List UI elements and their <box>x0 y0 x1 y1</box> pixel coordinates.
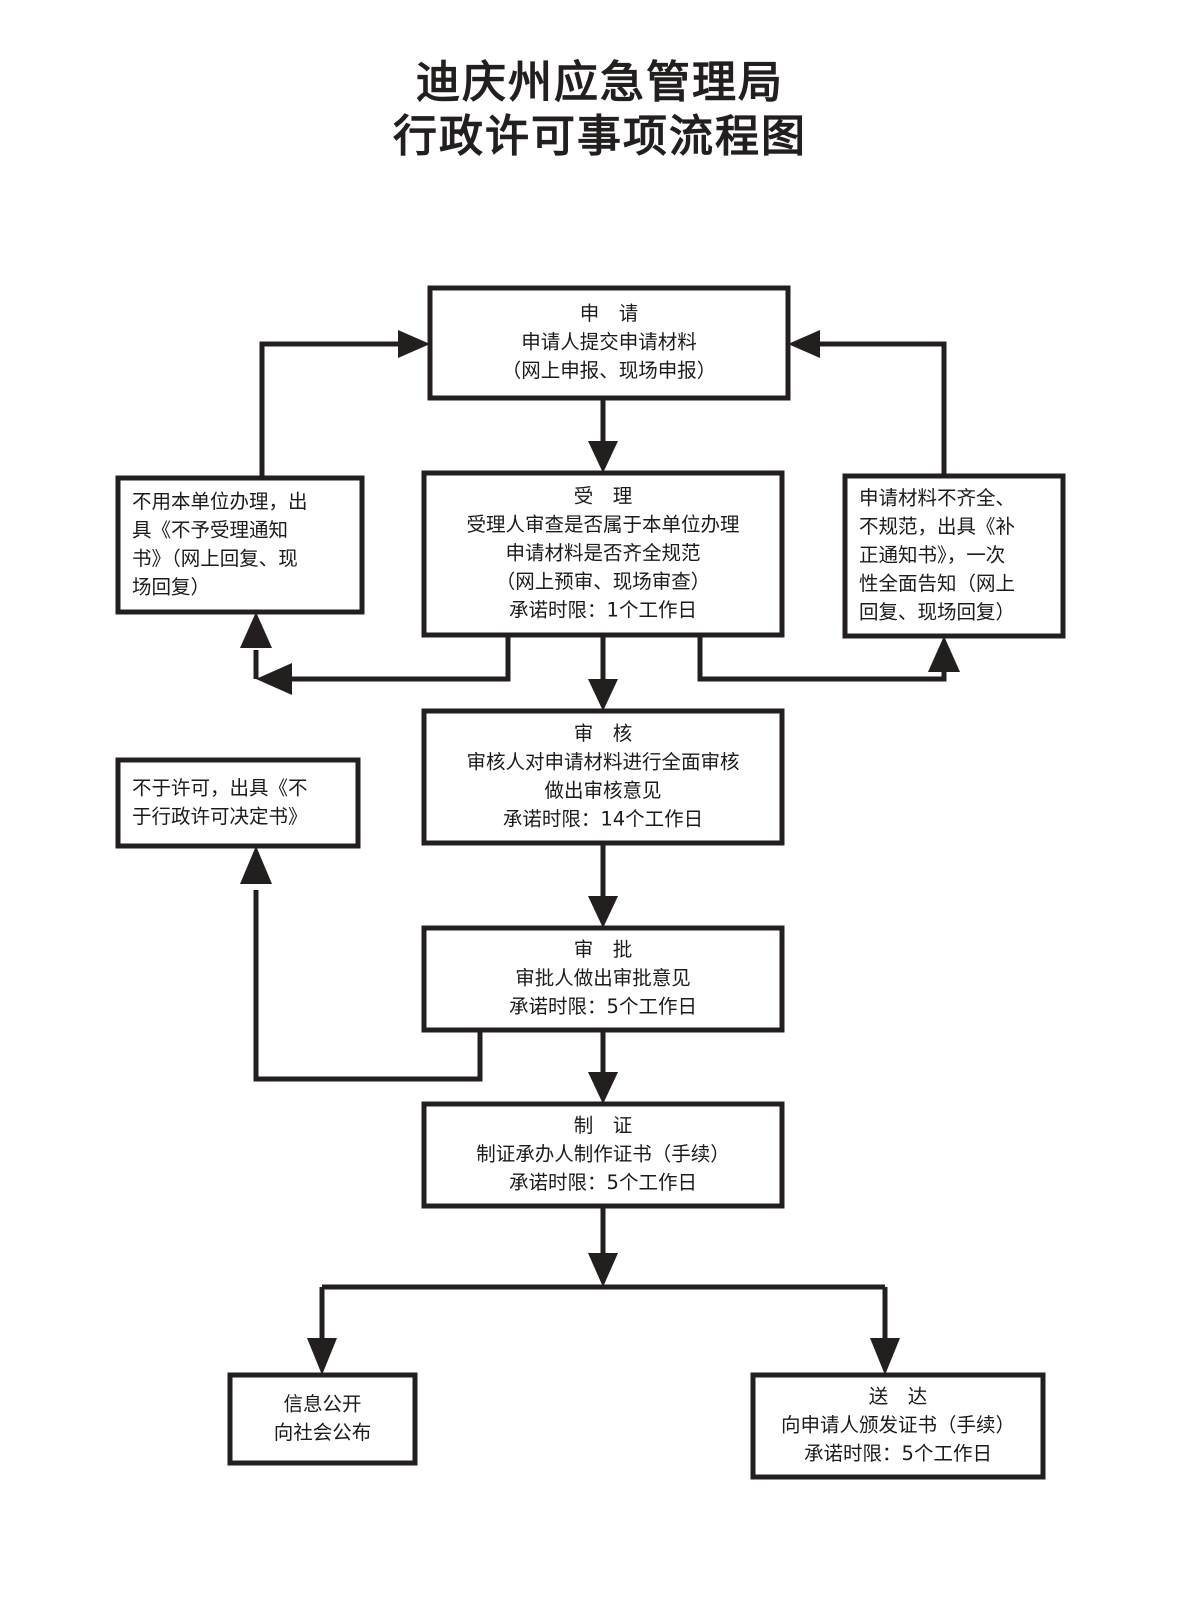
flow-node-line: 审 核 <box>574 722 633 745</box>
flow-node-line: 承诺时限：1个工作日 <box>509 599 697 622</box>
flow-node-line: 送 达 <box>869 1385 928 1408</box>
connector-notaccept-to-apply <box>259 341 400 478</box>
connector-accept-to-notaccept <box>290 635 511 682</box>
flow-node-line: 申请材料是否齐全规范 <box>505 542 700 565</box>
flow-node-box-deliver <box>750 1372 1046 1480</box>
flow-node-line: 申请人提交申请材料 <box>521 331 697 354</box>
flow-node-box-review <box>421 708 785 846</box>
connector-layer <box>240 330 960 1375</box>
flow-node-line: 不规范，出具《补 <box>859 515 1015 538</box>
flow-node-line: 承诺时限：5个工作日 <box>509 1171 697 1194</box>
flow-node-line: 制证承办人制作证书（手续） <box>476 1143 730 1166</box>
flow-node-box-certificate <box>421 1101 785 1209</box>
arrowhead-supplement-to-apply <box>788 330 820 358</box>
flow-node-line: 审 批 <box>574 938 633 961</box>
arrowhead-approve-to-nopermit <box>240 846 272 884</box>
flow-node-box-publish <box>227 1372 418 1466</box>
arrowhead-notaccept-to-apply <box>398 330 430 358</box>
flow-node-line: 承诺时限：5个工作日 <box>509 995 697 1018</box>
arrowhead-accept-to-review <box>588 679 618 711</box>
flow-node-line: 做出审核意见 <box>544 779 661 802</box>
title-line-1: 迪庆州应急管理局 <box>416 57 784 108</box>
arrowhead-accept-to-supplement <box>928 636 960 672</box>
flow-node-line: 信息公开 <box>283 1392 361 1415</box>
flow-node-line: 具《不予受理通知 <box>132 518 288 541</box>
flow-node-line: 不用本单位办理，出 <box>132 490 308 513</box>
flow-node-box-no-permit <box>115 757 361 849</box>
flow-node-line: 受 理 <box>574 485 633 508</box>
flow-node-line: 于行政许可决定书》 <box>132 805 308 828</box>
connector-approve-to-nopermit <box>253 890 483 1082</box>
arrowhead-approve-to-certificate <box>588 1072 618 1104</box>
flow-node-line: 申 请 <box>580 302 639 325</box>
arrowhead-split-to-publish <box>307 1338 337 1375</box>
flow-node-line: 申请材料不齐全、 <box>859 487 1015 510</box>
flow-node-line: 回复、现场回复） <box>859 601 1015 624</box>
flow-node-line: 承诺时限：5个工作日 <box>804 1442 992 1465</box>
arrowhead-split-to-deliver <box>870 1338 900 1375</box>
flow-node-box-apply <box>427 285 791 401</box>
flow-node-box-accept <box>421 470 785 638</box>
flow-node-line: 正通知书》，一次 <box>859 544 1005 567</box>
connector-supplement-to-apply <box>818 341 947 476</box>
arrowhead-accept-to-notaccept-left <box>256 663 292 695</box>
flow-node-line: 向申请人颁发证书（手续） <box>781 1414 1015 1437</box>
flow-node-line: 承诺时限：14个工作日 <box>503 807 703 830</box>
connector-accept-to-supplement <box>697 635 947 682</box>
flow-node-line: （网上申报、现场申报） <box>502 359 717 382</box>
flow-node-line: 书》（网上回复、现 <box>132 547 298 570</box>
arrowhead-review-to-approve <box>588 896 618 928</box>
title-line-2: 行政许可事项流程图 <box>393 110 807 162</box>
flow-node-line: 不于许可，出具《不 <box>132 776 308 799</box>
page-title: 迪庆州应急管理局 行政许可事项流程图 <box>0 56 1200 163</box>
flow-node-line: 审核人对申请材料进行全面审核 <box>466 750 739 773</box>
flow-node-line: 受理人审查是否属于本单位办理 <box>466 513 739 536</box>
flow-node-line: 制 证 <box>574 1114 633 1137</box>
flow-node-box-supplement <box>842 473 1066 639</box>
flow-node-box-approve <box>421 925 785 1033</box>
flow-node-line: 审批人做出审批意见 <box>515 967 691 990</box>
flow-node-line: （网上预审、现场审查） <box>496 570 711 593</box>
flow-node-line: 性全面告知（网上 <box>859 572 1015 595</box>
arrowhead-apply-to-accept <box>588 441 618 473</box>
arrowhead-certificate-stem <box>588 1253 618 1287</box>
flow-node-line: 场回复） <box>132 575 210 598</box>
arrowhead-notaccept-riser <box>240 612 272 648</box>
flow-node-box-not-accept <box>115 475 365 615</box>
flow-node-line: 向社会公布 <box>274 1421 372 1444</box>
